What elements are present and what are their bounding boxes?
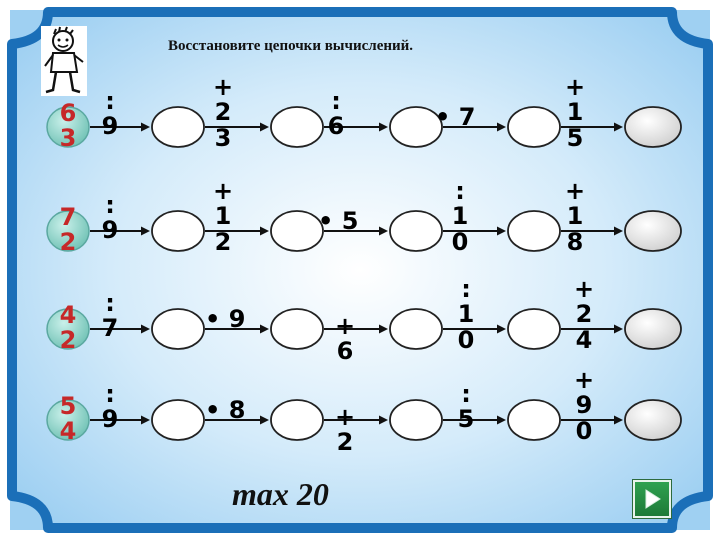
operation-label-2-1: : 9 xyxy=(101,191,119,245)
answer-oval-3-3[interactable] xyxy=(270,308,324,350)
operation-label-2-2: + 1 2 xyxy=(212,177,234,256)
chain-arrow1-3 xyxy=(324,122,388,132)
chain-arrow2-3 xyxy=(324,226,388,236)
chain-arrow1-1 xyxy=(90,122,150,132)
play-triangle-icon xyxy=(645,489,661,509)
start-oval-4-1 xyxy=(46,399,90,441)
result-oval-4-6[interactable] xyxy=(624,399,682,441)
chain-arrow4-4 xyxy=(443,415,506,425)
answer-oval-4-3[interactable] xyxy=(270,399,324,441)
chain-arrow4-3 xyxy=(324,415,388,425)
chain-arrow2-5 xyxy=(561,226,623,236)
chain-arrow1-2 xyxy=(205,122,269,132)
start-oval-3-1 xyxy=(46,308,90,350)
operation-label-4-3: + 2 xyxy=(334,403,356,457)
operation-label-3-3: + 6 xyxy=(334,312,356,366)
chain-arrow3-2 xyxy=(205,324,269,334)
start-oval-1-1 xyxy=(46,106,90,148)
answer-oval-2-5[interactable] xyxy=(507,210,561,252)
operation-label-1-4: • 7 xyxy=(435,103,476,131)
chain-arrow3-4 xyxy=(443,324,506,334)
operation-label-4-1: : 9 xyxy=(101,380,119,434)
chain-arrow3-3 xyxy=(324,324,388,334)
answer-oval-3-2[interactable] xyxy=(151,308,205,350)
next-slide-button[interactable] xyxy=(633,480,671,518)
chain-arrow2-2 xyxy=(205,226,269,236)
operation-label-3-5: + 2 4 xyxy=(573,275,595,354)
start-number-2: 7 2 xyxy=(59,203,77,257)
operation-label-3-4: : 1 0 xyxy=(457,275,475,354)
chain-arrow4-2 xyxy=(205,415,269,425)
answer-oval-4-4[interactable] xyxy=(389,399,443,441)
answer-oval-3-4[interactable] xyxy=(389,308,443,350)
operation-label-4-5: + 9 0 xyxy=(573,366,595,445)
start-number-3: 4 2 xyxy=(59,301,77,355)
answer-oval-2-3[interactable] xyxy=(270,210,324,252)
operation-label-1-1: : 9 xyxy=(101,87,119,141)
operation-label-3-2: • 9 xyxy=(205,305,246,333)
chain-arrow3-1 xyxy=(90,324,150,334)
max-value-label: max 20 xyxy=(232,476,329,512)
sky-panel xyxy=(10,10,710,530)
start-oval-2-1 xyxy=(46,210,90,252)
chain-arrow1-4 xyxy=(443,122,506,132)
chain-arrow3-5 xyxy=(561,324,623,334)
chain-ovals xyxy=(46,106,682,441)
chain-arrows xyxy=(90,122,623,425)
operation-label-1-2: + 2 3 xyxy=(212,73,234,152)
answer-oval-3-5[interactable] xyxy=(507,308,561,350)
start-number-4: 5 4 xyxy=(59,392,77,446)
answer-oval-1-2[interactable] xyxy=(151,106,205,148)
chain-arrow1-5 xyxy=(561,122,623,132)
chain-arrow2-4 xyxy=(443,226,506,236)
answer-oval-4-5[interactable] xyxy=(507,399,561,441)
result-oval-1-6[interactable] xyxy=(624,106,682,148)
operation-label-3-1: : 7 xyxy=(101,289,119,343)
operation-label-4-2: • 8 xyxy=(205,396,246,424)
operation-label-1-5: + 1 5 xyxy=(564,73,586,152)
chain-arrow4-1 xyxy=(90,415,150,425)
answer-oval-4-2[interactable] xyxy=(151,399,205,441)
operation-label-1-3: : 6 xyxy=(327,87,345,141)
chain-arrow2-1 xyxy=(90,226,150,236)
start-number-1: 6 3 xyxy=(59,99,77,153)
answer-oval-2-2[interactable] xyxy=(151,210,205,252)
blue-frame xyxy=(7,7,713,533)
chain-arrow4-5 xyxy=(561,415,623,425)
result-oval-2-6[interactable] xyxy=(624,210,682,252)
answer-oval-1-3[interactable] xyxy=(270,106,324,148)
operation-label-2-4: : 1 0 xyxy=(451,177,469,256)
result-oval-3-6[interactable] xyxy=(624,308,682,350)
operation-label-2-3: • 5 xyxy=(318,207,359,235)
operation-label-4-4: : 5 xyxy=(457,380,475,434)
answer-oval-1-4[interactable] xyxy=(389,106,443,148)
answer-oval-1-5[interactable] xyxy=(507,106,561,148)
operation-label-2-5: + 1 8 xyxy=(564,177,586,256)
smiling-boy-icon xyxy=(41,26,87,96)
answer-oval-2-4[interactable] xyxy=(389,210,443,252)
page-title: Восстановите цепочки вычислений. xyxy=(168,38,414,54)
